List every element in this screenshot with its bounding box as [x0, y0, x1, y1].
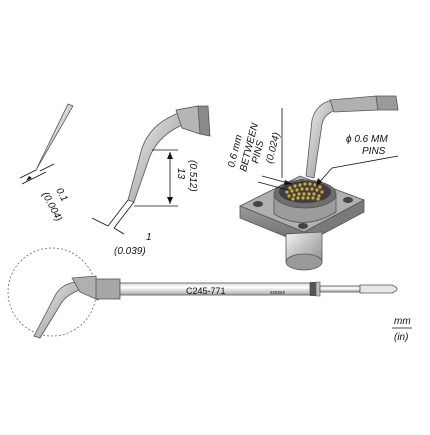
- unit-secondary: (in): [394, 332, 408, 343]
- tip-side-view: [19, 103, 74, 185]
- tip-bent-view: [91, 105, 211, 235]
- connector-illustration: [239, 95, 399, 271]
- connector-pins: [285, 182, 324, 201]
- pin-diameter-label: ϕ 0.6 MM: [346, 134, 388, 145]
- tip-width-mm: 1: [146, 232, 152, 243]
- tip-length-mm: 13: [175, 168, 186, 180]
- cartridge-model: C245-771: [186, 286, 226, 296]
- cartridge-serial: xxxxxx: [270, 290, 286, 296]
- pin-spacing-in: (0.024): [264, 131, 282, 164]
- pin-diameter-caption: PINS: [362, 146, 386, 157]
- unit-primary: mm: [394, 316, 411, 327]
- cartridge-side-view: [7, 247, 398, 339]
- tip-length-in: (0.512): [187, 160, 198, 192]
- tip-width-in: (0.039): [114, 246, 146, 257]
